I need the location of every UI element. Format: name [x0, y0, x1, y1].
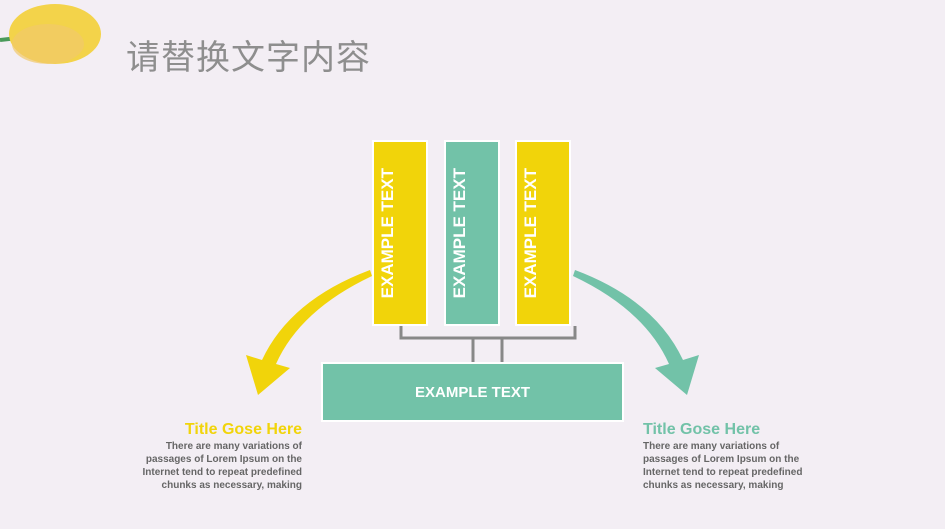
text-line: Internet tend to repeat predefined — [142, 467, 302, 478]
flower-icon — [0, 4, 101, 64]
text-line: Internet tend to repeat predefined — [643, 467, 803, 478]
left-title: Title Gose Here — [184, 421, 302, 438]
column-box-3: EXAMPLE TEXT — [515, 140, 571, 326]
left-body: There are many variations of passages of… — [102, 440, 302, 492]
bottom-box: EXAMPLE TEXT — [321, 362, 624, 422]
right-title: Title Gose Here — [643, 421, 761, 438]
text-line: passages of Lorem Ipsum on the — [145, 454, 302, 465]
column-label: EXAMPLE TEXT — [521, 167, 540, 299]
text-line: There are many variations of — [165, 441, 302, 452]
right-body: There are many variations of passages of… — [643, 440, 843, 492]
column-label: EXAMPLE TEXT — [450, 167, 469, 299]
connector-lines — [399, 326, 577, 362]
text-line: There are many variations of — [643, 441, 780, 452]
text-line: passages of Lorem Ipsum on the — [643, 454, 800, 465]
left-arrow-icon — [246, 270, 372, 395]
page-title: 请替换文字内容 — [126, 38, 371, 78]
column-box-2: EXAMPLE TEXT — [444, 140, 500, 326]
column-box-1: EXAMPLE TEXT — [372, 140, 428, 326]
right-arrow-icon — [573, 270, 699, 395]
text-line: chunks as necessary, making — [643, 480, 784, 491]
text-line: chunks as necessary, making — [161, 480, 302, 491]
column-label: EXAMPLE TEXT — [378, 167, 397, 299]
